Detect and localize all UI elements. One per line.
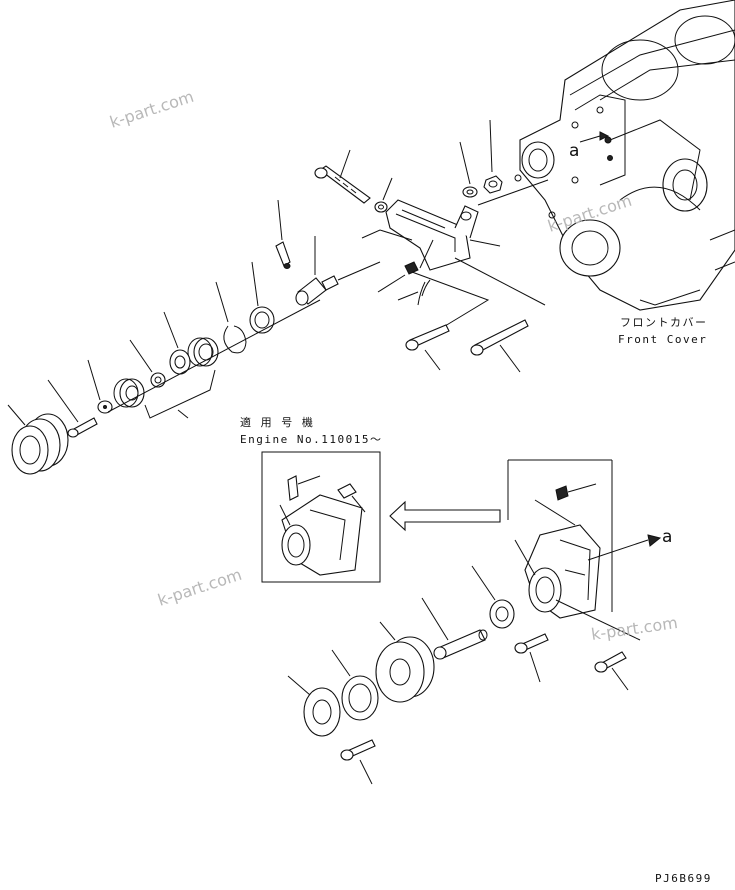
view-marker-a-bottom: a — [662, 527, 672, 547]
bearing-inner — [163, 311, 191, 375]
bearing-housing — [471, 565, 515, 629]
hex-nut — [483, 119, 503, 194]
drawing-code: PJ6B699 — [655, 872, 712, 885]
bearing-outer — [187, 337, 219, 367]
small-nut — [377, 239, 434, 293]
grease-nipple — [275, 199, 291, 269]
leader-bolt-ref — [454, 257, 546, 306]
watermark-1: k-part.com — [107, 87, 196, 132]
front-cover-label-jp: フロントカバー — [620, 316, 708, 329]
gasket — [331, 649, 379, 721]
mounting-bracket — [385, 199, 501, 271]
leader-lower — [555, 599, 641, 641]
washer-small — [374, 177, 393, 213]
applicable-label-jp: 適 用 号 機 — [240, 415, 314, 429]
bolt-mid-1 — [405, 324, 450, 371]
pulley — [7, 404, 69, 475]
cover-plate — [287, 675, 341, 737]
view-marker-a-top: a — [569, 141, 579, 161]
bolt-lower-2 — [594, 651, 629, 691]
sensor-plug — [295, 236, 381, 306]
inset-housing — [279, 475, 366, 576]
snap-ring — [215, 281, 247, 354]
hollow-arrow — [389, 500, 501, 532]
hub — [113, 369, 216, 419]
bolt-long — [314, 149, 371, 204]
inset-frame — [261, 451, 381, 583]
front-cover-label-en: Front Cover — [618, 333, 707, 346]
bolt-lower-1 — [514, 633, 549, 683]
spacer — [129, 339, 166, 388]
view-a-arrow-bottom — [587, 534, 662, 561]
view-a-arrow-top — [579, 131, 610, 143]
washer-plate — [87, 359, 113, 414]
seal-ring — [249, 261, 275, 334]
bolt-small — [47, 379, 98, 438]
engine-block-drawing — [514, 0, 735, 311]
shaft-centerline — [107, 299, 321, 413]
bolt-mid-2 — [470, 319, 529, 373]
leader-bracket-side — [411, 271, 490, 327]
housing-main — [514, 483, 601, 619]
engine-serial-label: Engine No.110015～ — [240, 433, 382, 446]
watermark-4: k-part.com — [590, 613, 679, 644]
leader-bracket-top — [361, 229, 413, 241]
bolt-cover — [340, 739, 376, 785]
shaft — [421, 597, 488, 660]
watermark-3: k-part.com — [155, 565, 244, 610]
damper — [375, 621, 435, 703]
split-pin — [397, 279, 431, 306]
washer-bracket — [459, 141, 478, 198]
bolt-centerline — [477, 179, 549, 206]
